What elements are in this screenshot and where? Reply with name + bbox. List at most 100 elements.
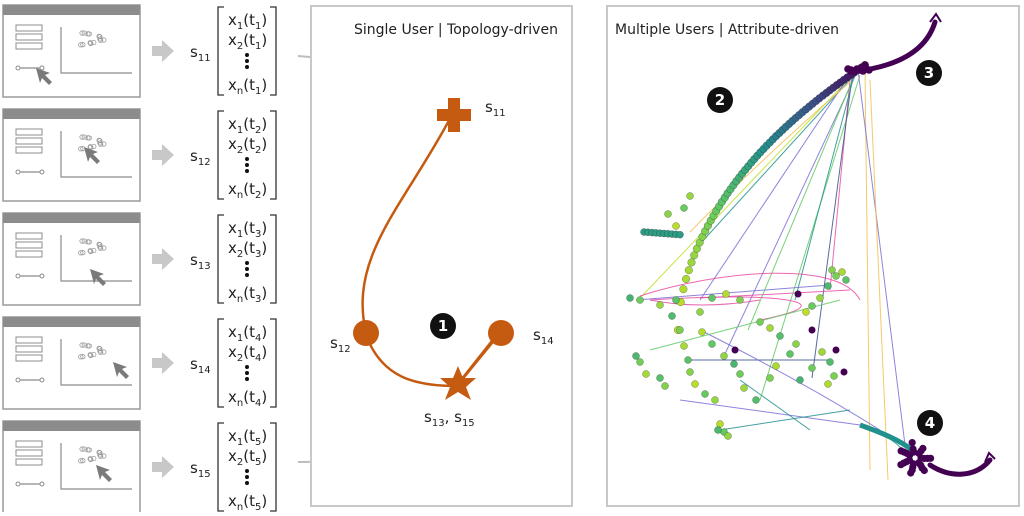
scatter-dot-mock	[87, 352, 93, 358]
cursor-icon	[90, 269, 106, 286]
graph-node	[708, 294, 716, 302]
multi-user-nodes	[626, 12, 996, 477]
graph-node	[808, 364, 816, 372]
panel-multi-title: Multiple Users | Attribute-driven	[615, 22, 839, 38]
path-s12-to-s13	[364, 334, 458, 388]
vector-entry: x1(t2)	[228, 115, 267, 136]
vector-entry: x1(t5)	[228, 427, 267, 448]
graph-node	[632, 352, 640, 360]
list-row-mock	[15, 449, 43, 457]
vector-entry: x2(t1)	[228, 31, 267, 52]
scatter-dot-mock	[101, 141, 107, 147]
window-titlebar	[3, 421, 140, 431]
window-titlebar	[3, 213, 140, 223]
vector-entry: x2(t2)	[228, 135, 267, 156]
scatter-dot-mock	[91, 351, 97, 358]
vector-entry: xn(t1)	[228, 76, 267, 97]
node-s12	[353, 320, 379, 346]
vector-entry: x2(t5)	[228, 447, 267, 468]
window-titlebar	[3, 317, 140, 327]
node-s11-cross	[437, 98, 471, 132]
graph-node	[696, 308, 704, 316]
ellipsis-dot	[245, 371, 249, 375]
badge-3	[916, 60, 942, 86]
graph-edge	[759, 74, 861, 401]
scatter-dot-mock	[80, 42, 86, 48]
graph-node	[724, 432, 732, 440]
graph-node	[714, 426, 722, 434]
graph-node	[752, 396, 760, 404]
badge-2-label: 2	[715, 91, 725, 109]
label-s13-s15: s13, s15	[424, 408, 475, 429]
scatter-dot-mock	[91, 143, 97, 150]
vector-bracket-right	[270, 6, 277, 96]
app-window-thumbnail	[2, 4, 141, 98]
graph-node	[642, 370, 650, 378]
graph-node	[802, 308, 810, 316]
list-row-mock	[15, 336, 43, 344]
scatter-dot-mock	[101, 245, 107, 251]
scatter-dot-mock	[86, 135, 92, 141]
graph-node	[840, 368, 848, 376]
graph-edge	[639, 272, 861, 301]
graph-node	[708, 340, 716, 348]
graph-node	[772, 362, 780, 370]
chart-axes-mock	[60, 235, 132, 282]
graph-edge	[649, 299, 841, 351]
slider-handle-mock	[39, 481, 45, 487]
graph-node	[794, 290, 802, 298]
graph-node	[830, 372, 838, 380]
scatter-dot-mock	[96, 241, 102, 247]
graph-node	[766, 324, 774, 332]
state-label: s11	[190, 43, 211, 64]
app-window-thumbnail	[2, 420, 141, 514]
list-row-mock	[15, 345, 43, 353]
graph-node	[776, 332, 784, 340]
ellipsis-dot	[245, 157, 249, 161]
scatter-dot-mock	[79, 446, 85, 452]
graph-edge	[864, 69, 871, 471]
chart-axes-mock	[60, 443, 132, 490]
slider-handle-mock	[15, 481, 21, 487]
list-row-mock	[15, 354, 43, 362]
scatter-dot-mock	[91, 455, 97, 462]
graph-node	[842, 276, 850, 284]
scatter-dot-mock	[81, 446, 87, 452]
scatter-dot-mock	[81, 134, 87, 140]
graph-node	[736, 296, 744, 304]
list-row-mock	[15, 33, 43, 41]
list-row-mock	[15, 146, 43, 154]
chart-axes-mock	[60, 27, 132, 74]
graph-node	[701, 390, 709, 398]
scatter-dot-mock	[78, 458, 84, 464]
graph-edge	[649, 296, 802, 321]
graph-edge	[699, 329, 881, 431]
vector-bracket-right	[270, 318, 277, 408]
ellipsis-dot	[245, 65, 249, 69]
vector-bracket-left	[217, 318, 224, 408]
badge-1-label: 1	[438, 317, 448, 335]
graph-node	[686, 368, 694, 376]
scatter-dot-mock	[101, 349, 107, 355]
graph-node	[661, 382, 669, 390]
graph-node	[865, 66, 873, 74]
ellipsis-dot	[245, 377, 249, 381]
state-label: s14	[190, 355, 211, 376]
window-titlebar	[3, 5, 140, 15]
vector-entry: x1(t3)	[228, 219, 267, 240]
list-row-mock	[15, 250, 43, 258]
graph-node	[915, 449, 923, 458]
graph-node	[918, 464, 926, 472]
ellipsis-dot	[245, 273, 249, 277]
flow-arrow-icon	[152, 456, 174, 478]
graph-node	[680, 204, 688, 212]
graph-edge	[699, 71, 858, 245]
list-row-mock	[15, 128, 43, 136]
graph-node	[756, 318, 764, 326]
graph-node	[636, 296, 644, 304]
scatter-dot-mock	[88, 456, 94, 463]
graph-node	[736, 370, 744, 378]
scatter-dot-mock	[86, 343, 92, 349]
scatter-dot-mock	[78, 250, 84, 256]
